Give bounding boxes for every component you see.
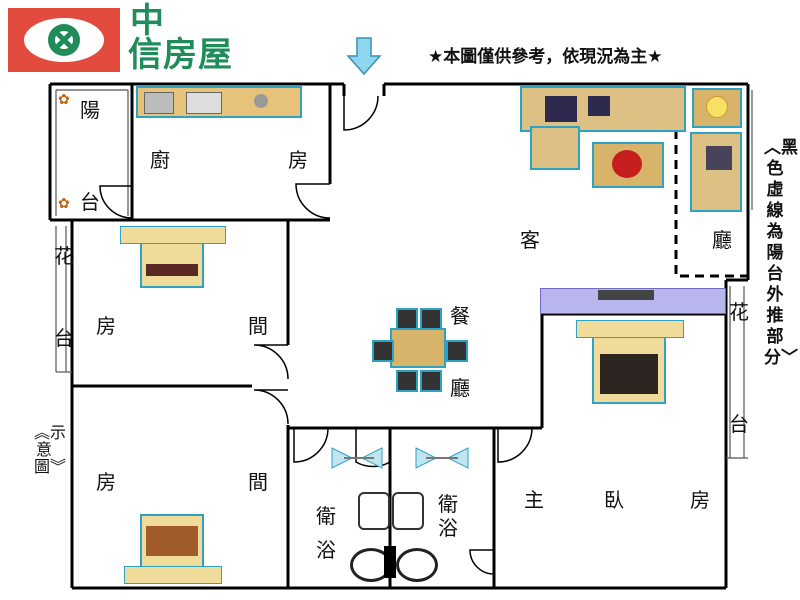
- sofa-chaise: [530, 126, 580, 170]
- label-flower-right-1: 花: [729, 300, 749, 324]
- flower-decoration: [612, 150, 642, 178]
- brand-line-1: 中: [130, 1, 165, 41]
- dining-chair: [420, 370, 442, 392]
- label-bath2-2: 浴: [438, 516, 458, 540]
- stove-icon: [186, 92, 222, 114]
- entry-arrow-icon: [346, 37, 382, 76]
- plant-icon: ✿: [58, 92, 70, 108]
- cushion-icon: [545, 96, 577, 122]
- toilet-tank: [384, 546, 396, 578]
- sink-icon: [392, 492, 424, 530]
- label-master-3: 房: [690, 488, 710, 512]
- logo-emblem-icon: [24, 18, 104, 62]
- label-dining-1: 餐: [450, 304, 470, 328]
- tv-cabinet: [540, 288, 726, 314]
- plant-icon: ✿: [58, 196, 70, 212]
- cushion-icon: [706, 146, 732, 170]
- sink-icon: [144, 92, 174, 114]
- label-bedroom2-1: 房: [96, 470, 116, 494]
- label-bath1-1: 衛: [316, 504, 336, 528]
- logo-emblem: [8, 8, 120, 72]
- dining-chair: [396, 370, 418, 392]
- label-bath2-1: 衛: [438, 492, 458, 516]
- label-flower-left-1: 花: [54, 244, 74, 268]
- toilet-icon: [396, 548, 438, 582]
- bed-blanket: [146, 264, 198, 276]
- sink-icon: [358, 492, 390, 530]
- bed-blanket: [146, 526, 198, 556]
- armchair: [690, 132, 742, 212]
- brand-line-2: 信房屋: [128, 35, 233, 75]
- label-bedroom2-2: 間: [248, 470, 268, 494]
- label-master-2: 臥: [604, 488, 624, 512]
- label-flower-left-2: 台: [54, 326, 74, 350]
- cushion-icon: [588, 96, 610, 116]
- label-bedroom1-2: 間: [248, 314, 268, 338]
- dining-table: [390, 328, 446, 368]
- label-bedroom1-1: 房: [96, 314, 116, 338]
- dining-chair: [396, 308, 418, 330]
- label-master-1: 主: [524, 488, 544, 512]
- label-kitchen-1: 廚: [150, 148, 170, 172]
- brand-name: 中 信房屋: [128, 4, 233, 72]
- tv-icon: [598, 290, 654, 300]
- dining-chair: [420, 308, 442, 330]
- label-living-2: 廳: [712, 228, 732, 252]
- bed-blanket: [600, 354, 658, 394]
- shower-icon: [415, 447, 469, 469]
- label-balcony-1: 陽: [80, 98, 100, 122]
- dining-chair: [446, 340, 468, 362]
- headboard: [120, 226, 226, 244]
- faucet-icon: [254, 94, 268, 108]
- dashed-line-note: ︿黑色虛線為陽台外推部分﹀: [764, 138, 798, 368]
- shower-icon: [331, 447, 383, 469]
- label-kitchen-2: 房: [288, 148, 308, 172]
- label-bath1-2: 浴: [316, 538, 336, 562]
- dining-chair: [372, 340, 394, 362]
- label-dining-2: 廳: [450, 376, 470, 400]
- illustration-note: ︽示意圖︾: [34, 423, 67, 476]
- headboard: [124, 566, 222, 584]
- lamp-icon: [706, 96, 728, 118]
- label-balcony-2: 台: [80, 190, 100, 214]
- label-living-1: 客: [520, 228, 540, 252]
- disclaimer-text: ★本圖僅供參考，依現況為主★: [428, 47, 663, 67]
- label-flower-right-2: 台: [729, 412, 749, 436]
- headboard: [576, 320, 684, 338]
